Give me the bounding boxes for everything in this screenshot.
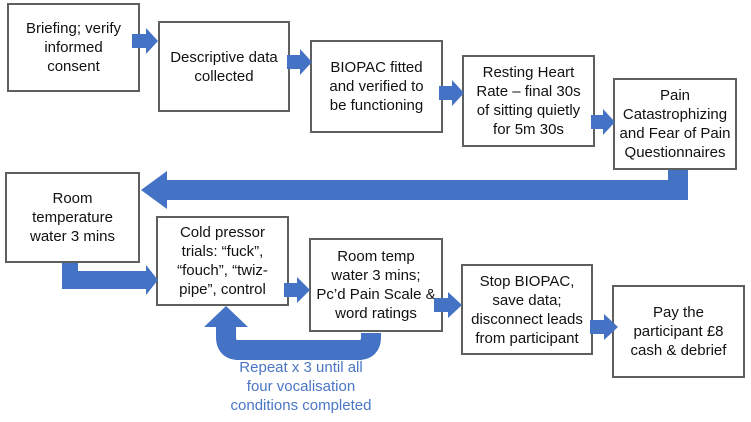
arrow-roomtemp-to-coldpressor-icon <box>62 263 158 295</box>
flow-box-briefing: Briefing; verify informed consent <box>7 3 140 92</box>
flow-box-questionnaires: Pain Catastrophizing and Fear of Pain Qu… <box>613 78 737 170</box>
flow-box-label: Resting Heart Rate – final 30s of sittin… <box>476 64 581 138</box>
flow-box-descriptive-data: Descriptive data collected <box>158 21 290 112</box>
loop-repeat-arrowhead-icon <box>204 306 248 327</box>
flow-box-label: Descriptive data collected <box>170 48 278 85</box>
flow-box-label: Pain Catastrophizing and Fear of Pain Qu… <box>619 87 731 161</box>
flow-box-pay-participant: Pay the participant £8 cash & debrief <box>612 285 745 378</box>
flow-box-label: Briefing; verify informed consent <box>25 20 122 75</box>
loop-repeat-label: Repeat x 3 until all four vocalisation c… <box>230 359 372 414</box>
flow-box-label: Pay the participant £8 cash & debrief <box>630 304 727 359</box>
flow-box-label: Cold pressor trials: “fuck”, “fouch”, “t… <box>177 224 268 298</box>
flow-box-label: Room temperature water 3 mins <box>29 190 116 245</box>
flow-box-cold-pressor-trials: Cold pressor trials: “fuck”, “fouch”, “t… <box>156 216 289 306</box>
arrow-questionnaires-to-roomtemp-icon <box>141 170 688 209</box>
arrow-descriptive-to-biopac-icon <box>287 49 312 75</box>
flow-box-stop-biopac: Stop BIOPAC, save data; disconnect leads… <box>461 264 593 355</box>
flow-box-room-temp-water: Room temperature water 3 mins <box>5 172 140 263</box>
flow-box-room-temp-ratings: Room temp water 3 mins; Pc’d Pain Scale … <box>309 238 443 332</box>
flow-box-label: BIOPAC fitted and verified to be functio… <box>329 59 424 114</box>
flow-box-label: Stop BIOPAC, save data; disconnect leads… <box>471 272 583 347</box>
flow-box-resting-heart-rate: Resting Heart Rate – final 30s of sittin… <box>462 55 595 147</box>
flow-box-label: Room temp water 3 mins; Pc’d Pain Scale … <box>316 248 436 322</box>
flow-box-biopac-fitted: BIOPAC fitted and verified to be functio… <box>310 40 443 133</box>
